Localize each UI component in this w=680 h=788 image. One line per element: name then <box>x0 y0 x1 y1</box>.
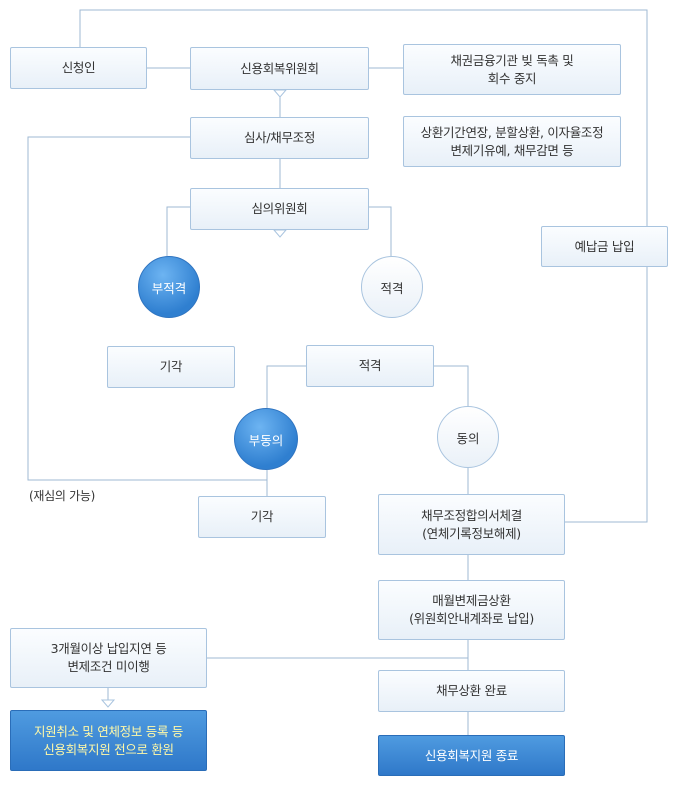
review-box: 심사/채무조정 <box>190 117 369 159</box>
committee-box: 신용회복위원회 <box>190 47 369 90</box>
adjustment-detail-box: 상환기간연장, 분할상환, 이자율조정 변제기유예, 채무감면 등 <box>403 116 621 167</box>
prepay-box: 예납금 납입 <box>541 226 668 267</box>
reject-box-2: 기각 <box>198 496 326 538</box>
deliberation-box: 심의위원회 <box>190 188 369 230</box>
support-end-box: 신용회복지원 종료 <box>378 735 565 776</box>
agree-circle: 동의 <box>437 406 499 468</box>
applicant-box: 신청인 <box>10 47 147 89</box>
eligible-circle: 적격 <box>361 256 423 318</box>
stop-collection-box: 채권금융기관 빚 독촉 및 회수 중지 <box>403 44 621 95</box>
eligible-box: 적격 <box>306 345 434 387</box>
repayment-complete-box: 채무상환 완료 <box>378 670 565 712</box>
reappeal-note: (재심의 가능) <box>29 489 95 503</box>
agreement-box: 채무조정합의서체결 (연체기록정보해제) <box>378 494 565 555</box>
revoke-box: 지원취소 및 연체정보 등록 등 신용회복지원 전으로 환원 <box>10 710 207 771</box>
ineligible-circle: 부적격 <box>138 256 200 318</box>
disagree-circle: 부동의 <box>234 408 298 470</box>
reject-box: 기각 <box>107 346 235 388</box>
monthly-repayment-box: 매월변제금상환 (위원회안내계좌로 납입) <box>378 580 565 640</box>
delinquent-box: 3개월이상 납입지연 등 변제조건 미이행 <box>10 628 207 688</box>
